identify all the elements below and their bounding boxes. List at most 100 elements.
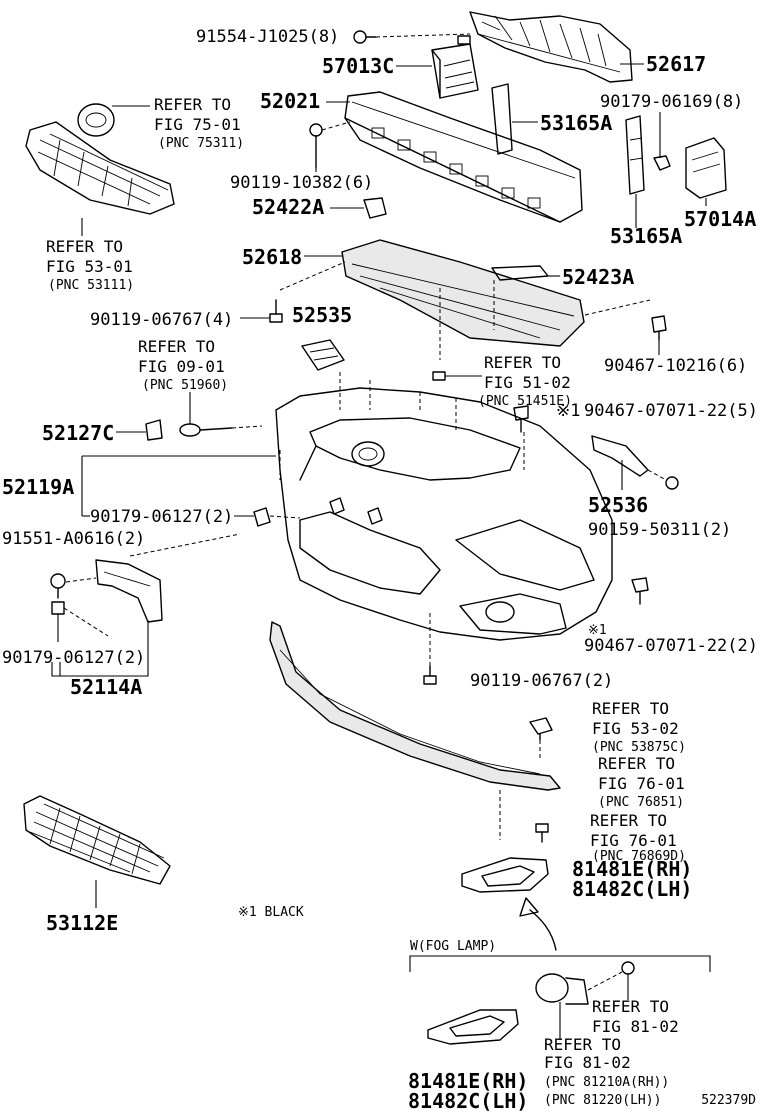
label-53165a-center: 53165A: [540, 111, 612, 135]
label-refer-75-refer: REFER TO: [154, 95, 231, 114]
label-90467-10216: 90467-10216(6): [604, 356, 747, 376]
label-90179-06127-bot: 90179-06127(2): [2, 648, 145, 668]
label-refer-81b-fig: FIG 81-02: [544, 1053, 631, 1072]
label-81482c-mid: 81482C(LH): [572, 877, 692, 901]
upper-reinforcement-52617: [469, 11, 633, 83]
bracket-57014A: [685, 137, 727, 199]
bracket-52535: [301, 339, 345, 371]
label-refer-53a-refer: REFER TO: [46, 237, 123, 256]
label-91551-a0616: 91551-A0616(2): [2, 529, 145, 549]
bumper-cover-52119A: [275, 372, 613, 641]
label-52618: 52618: [242, 245, 302, 269]
label-81481e-bot: 81481E(RH): [408, 1069, 528, 1093]
label-91554-j1025: 91554-J1025(8): [196, 27, 339, 47]
label-refer-76a-fig: FIG 76-01: [598, 774, 685, 793]
label-57014a: 57014A: [684, 207, 756, 231]
label-refer-51-fig: FIG 51-02: [484, 373, 571, 392]
label-refer-76b-refer: REFER TO: [590, 811, 667, 830]
bolt-90119-10382: [309, 121, 351, 169]
lower-spoiler: [269, 621, 561, 791]
label-refer-76b-fig: FIG 76-01: [590, 831, 677, 850]
fog-group-bracket: [409, 955, 711, 972]
screw-76869D: [499, 790, 549, 843]
fog-lamp-screw: [621, 961, 635, 1000]
label-90119-06767-2: 90119-06767(2): [470, 671, 613, 691]
label-90179-06127-top: 90179-06127(2): [90, 507, 233, 527]
label-52423a: 52423A: [562, 265, 634, 289]
bracket-52536: [591, 435, 649, 490]
clip-90467-07071-22-bottom: [631, 577, 649, 605]
label-81481e-mid: 81481E(RH): [572, 857, 692, 881]
emblem-75311: [77, 103, 115, 137]
label-52127c: 52127C: [42, 421, 114, 445]
fog-lamp: [535, 971, 623, 1040]
bracket-52114A-leader: [51, 620, 149, 677]
labels: 91554-J1025(8) 57013C 52617 52021 90179-0616…: [2, 27, 758, 1112]
label-52535: 52535: [292, 303, 352, 327]
label-refer-81a-fig: FIG 81-02: [592, 1017, 679, 1036]
label-52617: 52617: [646, 52, 706, 76]
clip-53875C: [529, 717, 553, 760]
label-refer-81b-refer: REFER TO: [544, 1035, 621, 1054]
undercover-52618: [279, 239, 651, 360]
label-diagram-id: 522379D: [701, 1093, 756, 1108]
label-refer-76a-refer: REFER TO: [598, 754, 675, 773]
bracket-52423A: [491, 265, 560, 281]
label-refer-76a-pnc: (PNC 76851): [598, 795, 684, 810]
bolt-center-under-cover: [432, 371, 482, 381]
fog-cover-bottom: [427, 1009, 519, 1045]
label-90467-07071-22-2: 90467-07071-22(2): [584, 636, 758, 656]
label-refer-81b-pnc2: (PNC 81220(LH)): [544, 1093, 661, 1108]
label-52021: 52021: [260, 89, 320, 113]
label-refer-09-pnc: (PNC 51960): [142, 378, 228, 393]
clip-52422A: [330, 197, 387, 219]
bolt-90119-06767-2: [423, 610, 437, 685]
label-57013c: 57013C: [322, 54, 394, 78]
leader-lines: [81, 63, 644, 517]
label-refer-81a-refer: REFER TO: [592, 997, 669, 1016]
bracket-53165A-center: [491, 83, 538, 155]
bolt-90119-06767-4: [269, 299, 283, 323]
label-refer-53b-pnc: (PNC 53875C): [592, 740, 686, 755]
label-81482c-bot: 81482C(LH): [408, 1089, 528, 1112]
cap-52127C: [116, 419, 163, 441]
bracket-57013C: [431, 35, 479, 99]
label-52114a: 52114A: [70, 675, 142, 699]
label-90119-10382: 90119-10382(6): [230, 173, 373, 193]
label-refer-51-refer: REFER TO: [484, 353, 561, 372]
label-53165a-right: 53165A: [610, 224, 682, 248]
label-refer-81b-pnc1: (PNC 81210A(RH)): [544, 1075, 669, 1090]
label-black-note: ※1 BLACK: [238, 905, 304, 920]
screw-91551-A0616: [50, 573, 97, 599]
bumper-reinforcement-52021: [344, 91, 583, 223]
screw-90159-50311: [647, 469, 679, 490]
label-refer-53a-pnc: (PNC 53111): [48, 278, 134, 293]
tow-cable-51960: [179, 392, 263, 437]
label-mark1-top: ※1: [556, 401, 580, 421]
label-refer-53b-fig: FIG 53-02: [592, 719, 679, 738]
bracket-53165A-right: [625, 115, 645, 195]
bolt-91554: [353, 30, 471, 44]
label-refer-53a-fig: FIG 53-01: [46, 257, 133, 276]
label-53112e: 53112E: [46, 911, 118, 935]
label-90119-06767-4: 90119-06767(4): [90, 310, 233, 330]
label-refer-75-fig: FIG 75-01: [154, 115, 241, 134]
label-mark1-bottom: ※1: [588, 623, 607, 638]
fog-group-arrow: [519, 897, 557, 951]
nut-90179-06127-bottom: [51, 601, 109, 642]
label-refer-75-pnc: (PNC 75311): [158, 136, 244, 151]
label-refer-51-pnc: (PNC 51451E): [478, 394, 572, 409]
label-fog-group: W(FOG LAMP): [410, 939, 496, 954]
fog-cover-mid: [461, 857, 549, 893]
label-90179-06169: 90179-06169(8): [600, 92, 743, 112]
label-52422a: 52422A: [252, 195, 324, 219]
label-52119a: 52119A: [2, 475, 74, 499]
upper-grille-53111: [25, 121, 175, 215]
lower-grille-53112E: [23, 795, 171, 908]
nut-90179-06169: [653, 112, 671, 171]
label-refer-09-fig: FIG 09-01: [138, 357, 225, 376]
label-refer-76b-pnc: (PNC 76869D): [592, 849, 686, 864]
label-90467-07071-22-5: 90467-07071-22(5): [584, 401, 758, 421]
clip-90467-10216: [651, 315, 667, 355]
